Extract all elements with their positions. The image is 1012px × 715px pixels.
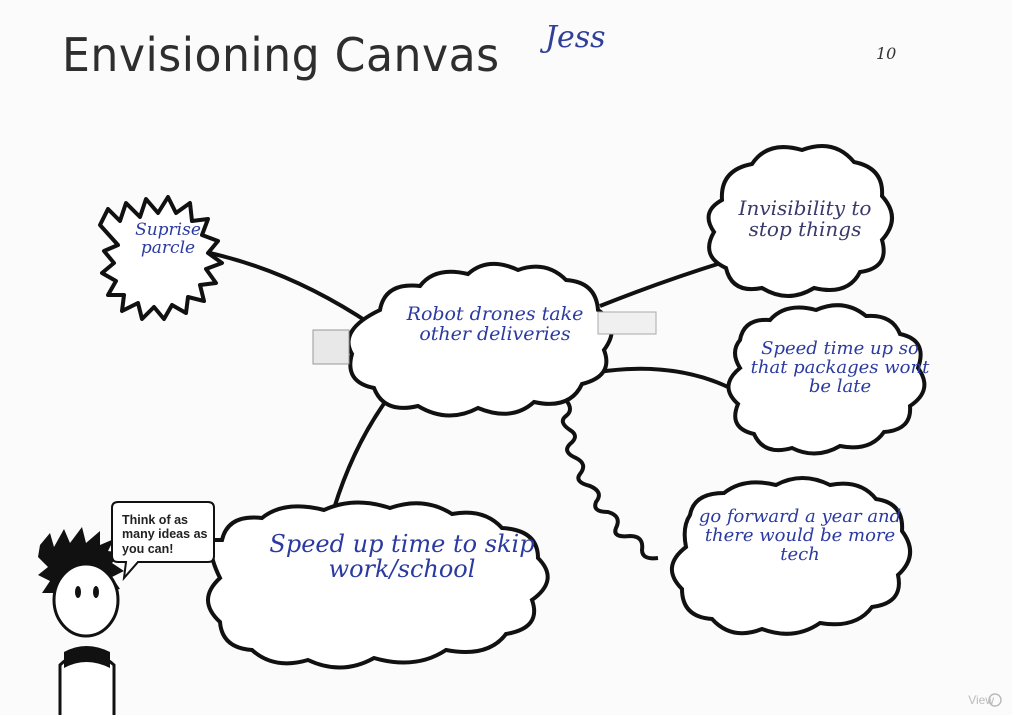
mid-right-cloud <box>726 303 927 456</box>
bottom-left-cloud <box>206 500 550 670</box>
centre-idea-text: Robot drones take other deliveries <box>406 303 584 345</box>
link-top-right <box>599 260 725 308</box>
link-mid-right <box>597 366 741 395</box>
eye-icon <box>988 693 1002 707</box>
link-top-left <box>204 250 374 327</box>
pasted-sticker-right <box>597 311 657 335</box>
top-right-cloud <box>706 144 894 298</box>
mascot-character <box>38 527 124 715</box>
view-button[interactable]: View <box>968 693 994 707</box>
top-left-cloud <box>98 195 224 321</box>
link-bottom-right <box>560 398 659 561</box>
speech-bubble-text: Think of as many ideas as you can! <box>122 513 208 556</box>
idea-top-left-text: Suprise parcle <box>135 220 201 258</box>
page-title: Envisioning Canvas <box>62 28 500 82</box>
speech-bubble <box>111 501 215 582</box>
corner-mark: 10 <box>876 44 897 63</box>
bottom-right-cloud <box>670 476 912 636</box>
central-cloud <box>346 262 614 418</box>
idea-bottom-right-text: go forward a year and there would be mor… <box>698 506 902 565</box>
student-name: Jess <box>545 20 606 55</box>
idea-mid-right-text: Speed time up so that packages wont be l… <box>750 338 930 397</box>
pasted-sticker-left <box>312 329 350 365</box>
idea-top-right-text: Invisibility to stop things <box>738 196 872 241</box>
idea-bottom-left-text: Speed up time to skip work/school <box>269 530 535 584</box>
